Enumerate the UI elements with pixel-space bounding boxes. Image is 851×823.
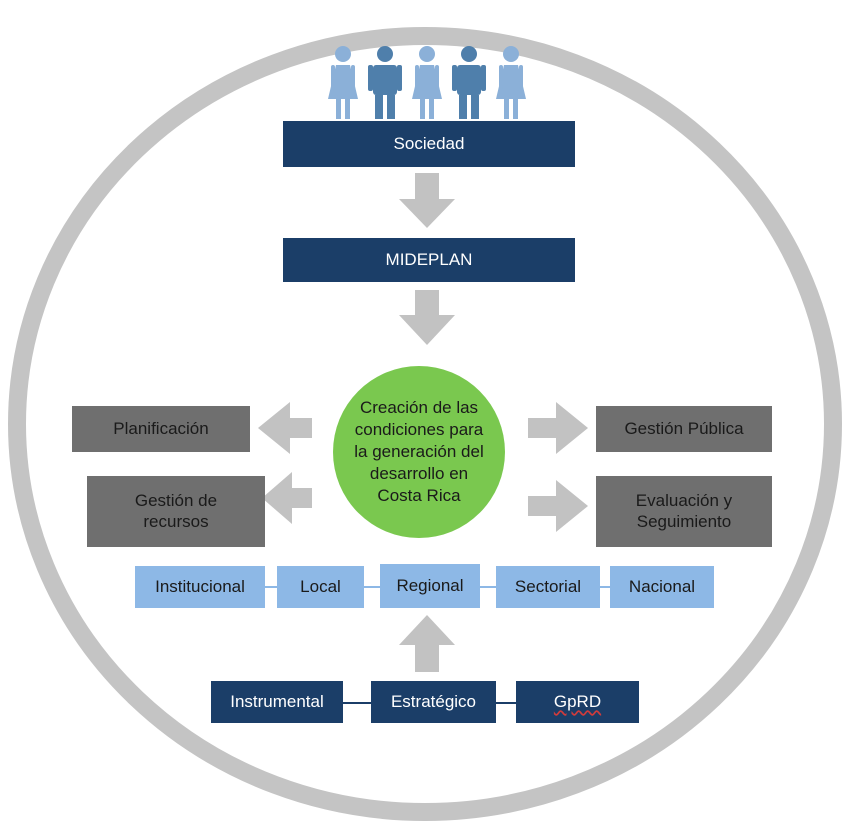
level-connector — [364, 586, 380, 588]
level-label: Local — [300, 576, 341, 596]
mideplan-label: MIDEPLAN — [385, 249, 473, 269]
gestion-recursos-label: Gestión de recursos — [134, 490, 218, 531]
gprd-box: GpRD — [516, 681, 639, 723]
estrategico-box: Estratégico — [371, 681, 496, 723]
level-label: Sectorial — [514, 576, 582, 596]
gprd-label: GpRD — [553, 691, 602, 711]
center-circle: Creación de las condiciones para la gene… — [333, 366, 505, 538]
planificacion-box: Planificación — [72, 406, 250, 452]
level-sectorial: Sectorial — [496, 566, 600, 608]
level-connector — [265, 586, 277, 588]
level-label: Nacional — [628, 576, 696, 596]
estrategico-label: Estratégico — [390, 691, 477, 711]
level-label: Institucional — [155, 576, 245, 596]
instrumental-box: Instrumental — [211, 681, 343, 723]
planificacion-label: Planificación — [113, 418, 209, 438]
sociedad-label: Sociedad — [393, 133, 465, 153]
evaluacion-box: Evaluación y Seguimiento — [596, 476, 772, 547]
level-regional: Regional — [380, 564, 480, 608]
gestion-publica-box: Gestión Pública — [596, 406, 772, 452]
gestion-recursos-box: Gestión de recursos — [87, 476, 265, 547]
mideplan-box: MIDEPLAN — [283, 238, 575, 282]
evaluacion-label: Evaluación y Seguimiento — [635, 490, 733, 531]
level-connector — [600, 586, 610, 588]
gestion-publica-label: Gestión Pública — [624, 418, 744, 438]
instrumental-label: Instrumental — [230, 691, 324, 711]
sociedad-box: Sociedad — [283, 121, 575, 167]
center-text: Creación de las condiciones para la gene… — [354, 397, 484, 506]
level-institucional: Institucional — [135, 566, 265, 608]
bottom-connector — [343, 702, 371, 704]
level-nacional: Nacional — [610, 566, 714, 608]
level-connector — [480, 586, 496, 588]
level-label: Regional — [396, 575, 464, 595]
bottom-connector — [496, 702, 516, 704]
level-local: Local — [277, 566, 364, 608]
